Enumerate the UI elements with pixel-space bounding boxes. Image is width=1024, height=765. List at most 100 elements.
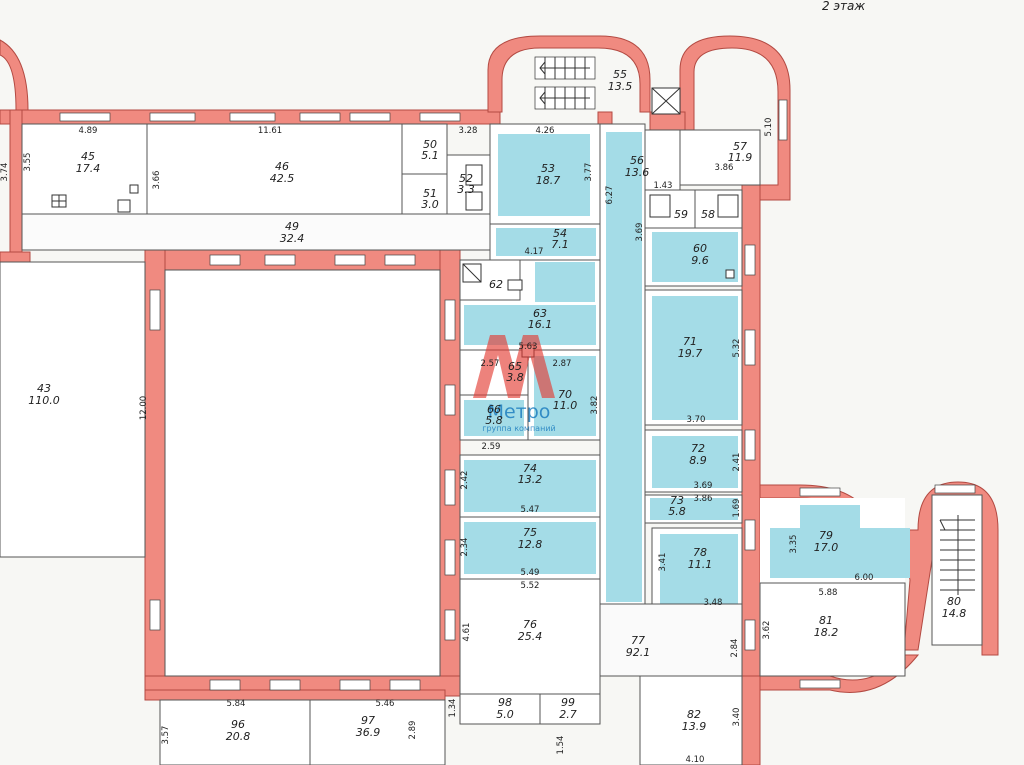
room-52-number: 52 [459,172,473,185]
logo-subtitle: группа компаний [482,424,555,433]
room-72-area: 8.9 [689,454,707,467]
dim-label: 3.69 [635,223,645,242]
room-99-number: 99 [561,696,575,709]
rooms-layer [0,123,983,765]
dim-label: 3.69 [694,481,713,491]
dim-label: 6.27 [605,186,615,205]
watermark-logo: Метро группа компаний [473,335,556,433]
dim-label: 1.34 [448,699,458,718]
room-98-number: 98 [498,696,512,709]
room-65-area: 3.8 [506,371,524,384]
dim-label: 4.17 [525,247,544,257]
room-59-number: 59 [674,208,688,221]
dim-label: 3.40 [732,708,742,727]
room-43-number: 43 [37,382,51,395]
room-78-number: 78 [693,546,707,559]
room-82-number: 82 [687,708,701,721]
room-45-number: 45 [81,150,95,163]
room-50-number: 50 [423,138,437,151]
dim-label: 2.89 [408,721,418,740]
room-53-number: 53 [541,162,555,175]
windows-layer [59,99,976,691]
room-43-area: 110.0 [28,394,60,407]
dim-label: 12.00 [139,396,149,420]
dim-label: 2.41 [732,453,742,472]
room-97-area: 36.9 [356,726,381,739]
dim-label: 3.66 [152,171,162,190]
dim-label: 2.34 [460,538,470,557]
room-52-area: 3.3 [457,183,475,196]
dim-label: 5.49 [521,568,540,578]
room-81-number: 81 [819,614,833,627]
dim-label: 3.86 [715,163,734,173]
room-77-number: 77 [631,634,645,647]
room-53-area: 18.7 [536,174,561,187]
room-63-number: 63 [533,307,547,320]
room-49-number: 49 [285,220,299,233]
dim-label: 2.57 [481,359,500,369]
dim-label: 3.48 [704,598,723,608]
room-79-number: 79 [819,529,833,542]
room-60-area: 9.6 [691,254,709,267]
dim-label: 3.41 [658,553,668,572]
room-54-number: 54 [553,227,567,240]
dim-label: 2.59 [482,442,501,452]
room-98-area: 5.0 [496,708,514,721]
dim-label: 5.10 [764,118,774,137]
room-76-number: 76 [523,618,537,631]
dim-label: 4.10 [686,755,705,765]
room-51-number: 51 [423,187,437,200]
room-56-number: 56 [630,154,644,167]
dim-label: 3.82 [590,396,600,415]
room-74-number: 74 [523,462,537,475]
dim-label: 3.55 [23,153,33,172]
dimension-labels: 4.89 11.61 3.28 4.26 3.74 3.55 3.66 3.77… [0,118,873,765]
room-65-number: 65 [508,360,522,373]
room-54-area: 7.1 [551,238,569,251]
dim-label: 5.63 [519,342,538,352]
room-70-number: 70 [558,388,572,401]
room-labels: 45 17.4 46 42.5 49 32.4 50 5.1 51 3.0 52… [28,68,966,743]
dim-label: 5.32 [732,339,742,358]
dim-label: 4.89 [79,126,98,136]
room-96-number: 96 [231,718,245,731]
room-75-number: 75 [523,526,537,539]
room-62-number: 62 [489,278,503,291]
room-58-number: 58 [701,208,715,221]
room-49-area: 32.4 [280,232,305,245]
dim-label: 3.35 [789,535,799,554]
dim-label: 1.69 [732,499,742,518]
dim-label: 2.84 [730,639,740,658]
room-74-area: 13.2 [518,473,543,486]
room-63-area: 16.1 [528,318,553,331]
room-76-area: 25.4 [518,630,543,643]
dim-label: 11.61 [258,126,282,136]
room-66-area: 5.8 [485,414,503,427]
staircase-55 [534,56,681,115]
room-51-area: 3.0 [421,198,439,211]
room-82-area: 13.9 [682,720,707,733]
dim-label: 5.46 [376,699,395,709]
room-46-area: 42.5 [270,172,295,185]
staircase-80 [939,515,975,595]
logo-title: Метро [488,401,551,423]
dim-label: 4.26 [536,126,555,136]
dim-label: 3.77 [584,163,594,182]
dim-label: 2.87 [553,359,572,369]
dim-label: 5.47 [521,505,540,515]
dim-label: 6.00 [855,573,874,583]
room-60-number: 60 [693,242,707,255]
room-57-area: 11.9 [728,151,753,164]
room-56-area: 13.6 [625,166,650,179]
dim-label: 2.42 [460,471,470,490]
dim-label: 4.61 [462,623,472,642]
floor-label: 2 этаж [822,0,865,13]
dim-label: 5.52 [521,581,540,591]
room-73-area: 5.8 [668,505,686,518]
dim-label: 3.70 [687,415,706,425]
room-80-number: 80 [947,595,961,608]
room-96-area: 20.8 [226,730,251,743]
room-55-number: 55 [613,68,627,81]
dim-label: 3.74 [0,163,10,182]
